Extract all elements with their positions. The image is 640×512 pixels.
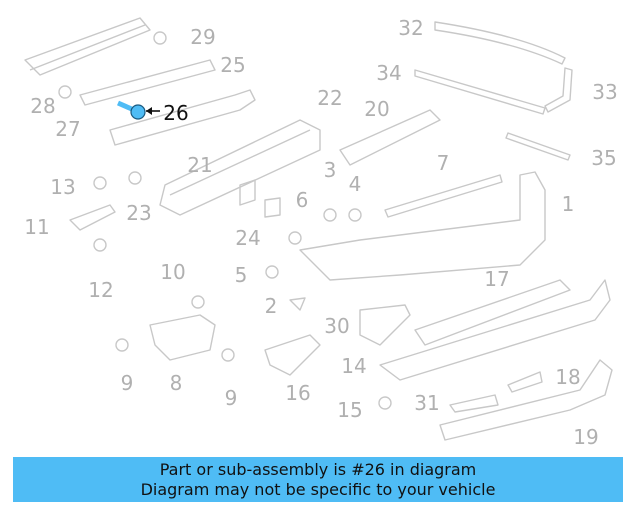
banner-line-2: Diagram may not be specific to your vehi…: [140, 480, 496, 499]
callout-3: 3: [324, 158, 337, 182]
info-banner: Part or sub-assembly is #26 in diagram D…: [13, 457, 623, 502]
bracket-8: [149, 314, 216, 361]
valance-19: [439, 359, 613, 441]
callout-30: 30: [324, 314, 349, 338]
reflector-strip-7: [384, 174, 503, 218]
fasteners: [58, 31, 392, 410]
bracket-20: [339, 109, 441, 166]
callout-33: 33: [592, 80, 617, 104]
bracket-18: [507, 371, 543, 393]
callout-29: 29: [190, 25, 215, 49]
callout-19: 19: [573, 425, 598, 449]
callout-16: 16: [285, 381, 310, 405]
bracket-11: [69, 204, 116, 231]
callout-8: 8: [170, 371, 183, 395]
callout-15: 15: [337, 398, 362, 422]
rear-panel-reinforcement: [24, 17, 151, 76]
tow-hitch-24: [239, 179, 281, 218]
callout-26[interactable]: 26: [163, 101, 188, 125]
callout-7: 7: [437, 151, 450, 175]
clip-2: [289, 297, 306, 311]
molding: [414, 69, 546, 115]
callout-14: 14: [341, 354, 366, 378]
callout-23: 23: [126, 201, 151, 225]
absorber-upper: [79, 59, 216, 106]
callout-1: 1: [562, 192, 575, 216]
step-pad-17: [414, 279, 571, 346]
callout-27: 27: [55, 117, 80, 141]
bracket-30: [359, 304, 411, 346]
callout-10: 10: [160, 260, 185, 284]
reinforcement-21: [109, 89, 256, 146]
impact-bar-22: [159, 119, 321, 216]
callout-2: 2: [265, 294, 278, 318]
callout-34: 34: [376, 61, 401, 85]
banner-line-1: Part or sub-assembly is #26 in diagram: [159, 460, 477, 479]
callout-31: 31: [414, 391, 439, 415]
callout-22: 22: [317, 86, 342, 110]
callout-6: 6: [296, 188, 309, 212]
callout-4: 4: [349, 172, 362, 196]
callout-32: 32: [398, 16, 423, 40]
callout-11: 11: [24, 215, 49, 239]
bracket-33: [544, 67, 573, 113]
callout-20: 20: [364, 97, 389, 121]
callout-17: 17: [484, 267, 509, 291]
bracket-16: [264, 334, 321, 376]
callout-21: 21: [187, 153, 212, 177]
callout-28: 28: [30, 94, 55, 118]
reflector-31: [449, 394, 499, 413]
part-outlines: [24, 17, 613, 441]
lower-cover-14: [379, 279, 611, 381]
callout-18: 18: [555, 365, 580, 389]
callout-24: 24: [235, 226, 260, 250]
callout-9: 9: [225, 386, 238, 410]
retainer-35: [505, 132, 571, 161]
highlighted-bolt-26[interactable]: [116, 100, 160, 120]
bumper-cover-1: [299, 171, 546, 281]
callout-13: 13: [50, 175, 75, 199]
callout-25: 25: [220, 53, 245, 77]
bumper-cover-top-trim: [434, 21, 566, 65]
callout-5: 5: [235, 263, 248, 287]
callout-12: 12: [88, 278, 113, 302]
callout-9: 9: [121, 371, 134, 395]
callout-35: 35: [591, 146, 616, 170]
